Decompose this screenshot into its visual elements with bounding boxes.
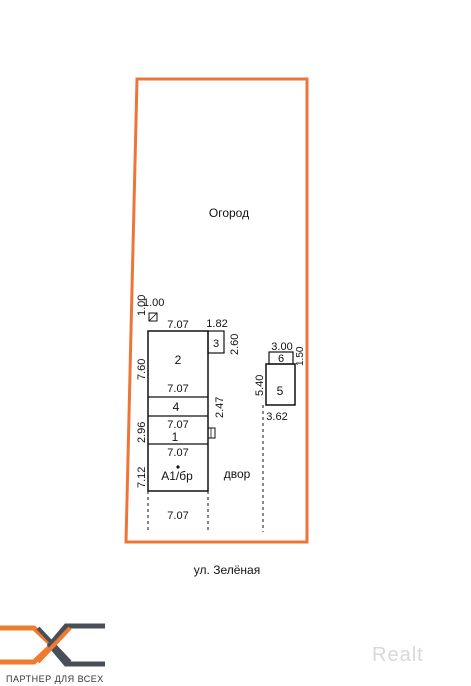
dim-7-07-bottom: 7.07: [167, 510, 188, 522]
room-3-label: 3: [213, 338, 219, 350]
outbuilding-6: [268, 351, 294, 365]
garden-label: Огород: [209, 206, 249, 220]
plot-boundary: [124, 77, 309, 544]
dim-2-60: 2.60: [229, 334, 241, 355]
dim-7-07-fourth: 7.07: [167, 447, 188, 459]
dim-2-47: 2.47: [214, 397, 226, 418]
dim-1-00-side: 1.00: [136, 295, 148, 316]
main-house: [147, 330, 209, 492]
dim-7-12: 7.12: [136, 467, 148, 488]
dim-2-96: 2.96: [136, 422, 148, 443]
room-2-label: 2: [175, 353, 182, 367]
dim-1-82: 1.82: [206, 318, 227, 330]
room-a1-label: А1/бр: [161, 469, 193, 483]
dim-7-07-third: 7.07: [167, 419, 188, 431]
yard-label: двор: [224, 467, 251, 481]
dim-5-40: 5.40: [254, 375, 266, 396]
center-dot: [176, 465, 180, 469]
dim-3-00: 3.00: [271, 341, 292, 353]
room-1-label: 1: [172, 430, 179, 444]
logo-tagline: ПАРТНЕР ДЛЯ ВСЕХ: [6, 674, 104, 684]
room-5-label: 5: [277, 384, 284, 398]
dim-7-60: 7.60: [136, 359, 148, 380]
door-element: [207, 427, 216, 439]
small-square: [148, 312, 158, 322]
dim-7-07-second: 7.07: [167, 383, 188, 395]
realt-watermark: Realt: [372, 644, 424, 666]
dim-3-62: 3.62: [266, 411, 287, 423]
dim-1-50: 1.50: [295, 346, 306, 366]
dim-1-00-top: 1.00: [143, 297, 164, 309]
dim-7-07-top: 7.07: [167, 319, 188, 331]
room-4-label: 4: [173, 400, 180, 414]
room-6-label: 6: [278, 353, 284, 365]
realt-partner-logo-icon: [0, 623, 105, 667]
room-3-annex: [207, 330, 225, 354]
street-label: ул. Зелёная: [194, 563, 260, 577]
